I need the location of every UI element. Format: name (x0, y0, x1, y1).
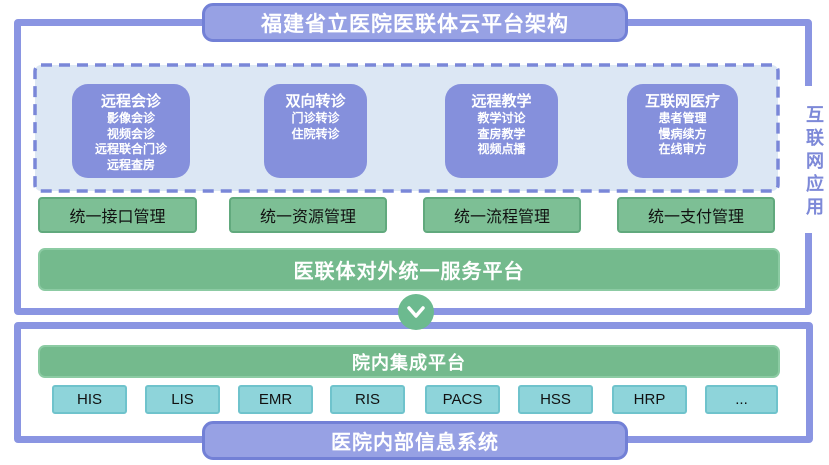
system-box-hss: HSS (518, 385, 593, 414)
service-item: 影像会诊 (106, 111, 155, 125)
mgmt-box-process: 统一流程管理 (423, 197, 581, 233)
service-item: 远程联合门诊 (94, 142, 167, 156)
hospital-internal-system-bar: 医院内部信息系统 (202, 421, 628, 460)
service-item: 住院转诊 (291, 126, 340, 141)
down-arrow-connector (398, 294, 434, 330)
mgmt-box-resource: 统一资源管理 (229, 197, 387, 233)
service-item: 教学讨论 (477, 111, 526, 125)
mgmt-box-payment: 统一支付管理 (617, 197, 775, 233)
system-box-pacs: PACS (425, 385, 500, 414)
service-box-internet-medical: 互联网医疗 患者管理 慢病续方 在线审方 (627, 84, 738, 178)
service-item: 门诊转诊 (291, 111, 340, 125)
service-box-title: 远程教学 (471, 93, 532, 110)
service-box-remote-teaching: 远程教学 教学讨论 查房教学 视频点播 (445, 84, 558, 178)
mgmt-box-interface: 统一接口管理 (38, 197, 197, 233)
service-item: 视频点播 (477, 142, 526, 156)
system-box-emr: EMR (238, 385, 313, 414)
service-box-title: 双向转诊 (285, 93, 346, 110)
service-item: 慢病续方 (658, 126, 707, 141)
side-label-border-mask (800, 86, 818, 233)
service-box-title: 远程会诊 (100, 93, 161, 110)
page-title: 福建省立医院医联体云平台架构 (202, 3, 628, 42)
system-box-ris: RIS (330, 385, 405, 414)
service-item: 远程查房 (106, 157, 155, 172)
service-box-two-way-referral: 双向转诊 门诊转诊 住院转诊 (264, 84, 367, 178)
hospital-integration-platform-bar: 院内集成平台 (38, 345, 780, 378)
internet-application-side-label: 互联网应用 (804, 105, 824, 220)
system-box-his: HIS (52, 385, 127, 414)
service-item: 在线审方 (658, 142, 707, 156)
chevron-down-icon (407, 306, 425, 318)
services-dashed-container (33, 63, 780, 193)
service-item: 患者管理 (658, 111, 707, 125)
system-box-hrp: HRP (612, 385, 687, 414)
service-item: 视频会诊 (106, 126, 155, 141)
system-box-more: ... (705, 385, 778, 414)
service-box-remote-consultation: 远程会诊 影像会诊 视频会诊 远程联合门诊 远程查房 (72, 84, 190, 178)
service-item: 查房教学 (477, 126, 526, 141)
external-service-platform-bar: 医联体对外统一服务平台 (38, 248, 780, 291)
system-box-lis: LIS (145, 385, 220, 414)
service-box-title: 互联网医疗 (644, 93, 720, 110)
